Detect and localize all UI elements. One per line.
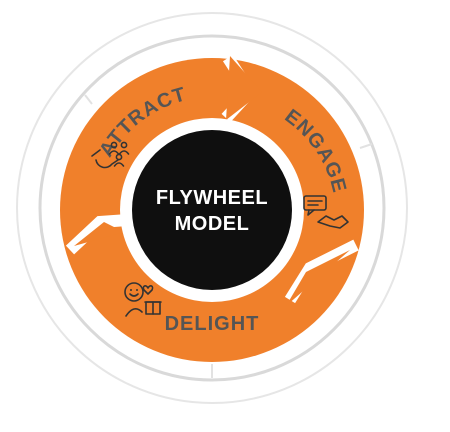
- happy-gift-icon: [124, 282, 162, 317]
- person-body: [108, 150, 120, 155]
- arrowhead-engage: [286, 250, 350, 306]
- chat-handshake-icon: [303, 195, 349, 229]
- person-body: [113, 162, 125, 167]
- hub-title-line1: FLYWHEEL: [156, 187, 268, 209]
- face-eye: [136, 289, 138, 291]
- person-body: [118, 150, 130, 155]
- hub-title-line2: MODEL: [175, 213, 250, 235]
- person-head: [120, 141, 128, 149]
- handshake-shape: [317, 215, 349, 229]
- chat-bubble: [303, 195, 327, 211]
- face-smile: [129, 293, 139, 297]
- stage-label-delight: DELIGHT: [165, 313, 260, 335]
- person-head: [115, 153, 123, 161]
- arrow-gap-delight-attract: [65, 214, 129, 255]
- face-eye: [130, 289, 132, 291]
- heart-shape: [142, 285, 154, 295]
- face-circle: [124, 282, 144, 302]
- arrowhead-attract: [226, 56, 262, 120]
- magnet-people-icon: [91, 141, 130, 169]
- outer-ring: [16, 12, 408, 404]
- ring-tick: [359, 143, 373, 149]
- chat-tail: [307, 209, 315, 216]
- person-shoulders: [125, 308, 143, 317]
- hub-circle: [132, 130, 292, 290]
- middle-ring: [38, 34, 386, 382]
- magnet-shape: [95, 159, 119, 169]
- magnet-arm: [91, 149, 101, 157]
- ring-tick: [84, 94, 93, 105]
- arrowhead-delight: [74, 222, 124, 246]
- person-head: [110, 141, 118, 149]
